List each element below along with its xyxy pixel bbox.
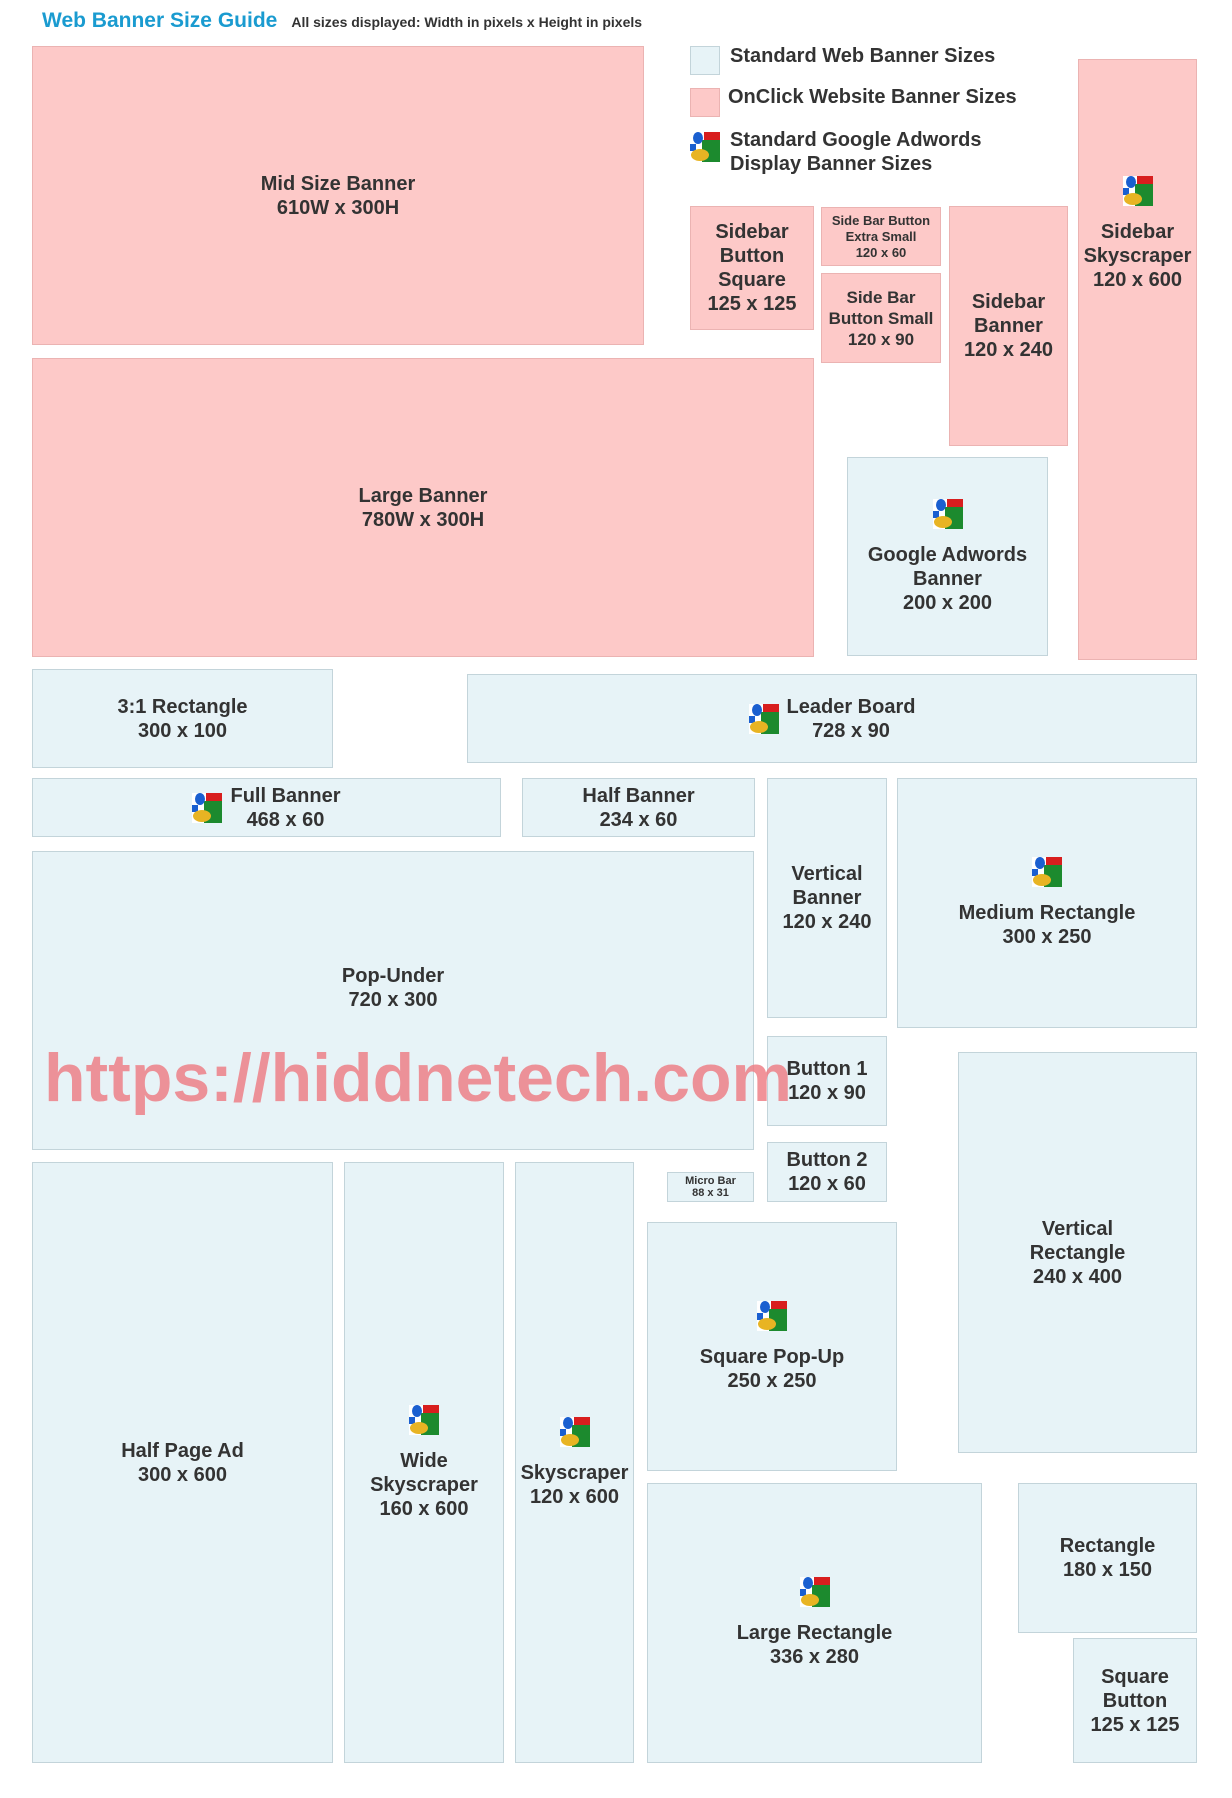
banner-name: Half Page Ad (121, 1439, 244, 1462)
legend-onclick-swatch (690, 88, 720, 117)
banner-name: Square Button (1101, 1665, 1169, 1712)
google-adwords-icon (409, 1405, 439, 1435)
banner-name: Skyscraper (520, 1461, 629, 1484)
banner-name: Google Adwords Banner (867, 543, 1028, 590)
banner-size: 125 x 125 (707, 293, 797, 315)
google-adwords-icon (800, 1577, 830, 1607)
banner-name: Large Rectangle (736, 1622, 893, 1644)
banner-name: Button 2 (786, 1149, 868, 1171)
banner-name: Full Banner (230, 784, 341, 807)
legend-standard-label: Standard Web Banner Sizes (730, 45, 996, 67)
page-header: Web Banner Size Guide All sizes displaye… (42, 9, 642, 33)
watermark-url: https://hiddnetech.com (44, 1040, 792, 1116)
google-adwords-icon (757, 1301, 787, 1331)
google-adwords-icon (933, 499, 963, 529)
banner-size: 780W x 300H (361, 508, 485, 531)
banner-size: 88 x 31 (692, 1187, 729, 1199)
banner-name: Leader Board (786, 695, 916, 718)
banner-size: 300 x 250 (1002, 926, 1092, 948)
banner-size: 160 x 600 (379, 1497, 469, 1520)
legend-standard-swatch (690, 46, 720, 75)
banner-name: Vertical Banner (791, 863, 863, 909)
banner-size: 120 x 240 (782, 911, 872, 933)
page-title: Web Banner Size Guide (42, 9, 278, 32)
banner-size: 250 x 250 (727, 1369, 817, 1392)
banner-name: Sidebar Button Square (715, 221, 789, 291)
banner-name: Side Bar Button Extra Small (831, 212, 931, 244)
banner-size: 120 x 60 (855, 244, 907, 260)
banner-name: Half Banner (582, 784, 695, 807)
banner-size: 120 x 90 (788, 1082, 866, 1104)
banner-name: Sidebar Skyscraper (1083, 221, 1192, 267)
banner-size: 180 x 150 (1063, 1559, 1152, 1581)
banner-size: 610W x 300H (276, 196, 400, 219)
banner-name: 3:1 Rectangle (117, 695, 248, 718)
banner-name: Vertical Rectangle (1029, 1217, 1126, 1264)
banner-size: 234 x 60 (599, 808, 678, 831)
banner-name: Button 1 (786, 1058, 868, 1080)
banner-name: Pop-Under (341, 965, 445, 987)
banner-size: 336 x 280 (770, 1646, 859, 1668)
banner-size: 728 x 90 (812, 719, 890, 742)
banner-size: 300 x 100 (138, 719, 227, 742)
banner-size: 120 x 600 (1093, 269, 1182, 291)
banner-name: Square Pop-Up (699, 1345, 845, 1368)
banner-name: Medium Rectangle (958, 902, 1136, 924)
google-adwords-icon (560, 1417, 590, 1447)
banner-name: Rectangle (1059, 1535, 1156, 1557)
banner-size: 120 x 90 (847, 329, 915, 349)
banner-name: Large Banner (358, 484, 488, 507)
banner-name: Micro Bar (685, 1175, 736, 1187)
page-subtitle: All sizes displayed: Width in pixels x H… (291, 14, 643, 30)
banner-size: 120 x 60 (788, 1173, 866, 1195)
legend-onclick-label: OnClick Website Banner Sizes (728, 86, 1017, 108)
banner-size: 120 x 600 (530, 1485, 619, 1508)
banner-size: 125 x 125 (1090, 1713, 1180, 1736)
google-adwords-icon (192, 793, 222, 823)
google-adwords-icon (690, 132, 720, 162)
banner-name: Mid Size Banner (260, 172, 416, 195)
banner-size: 468 x 60 (246, 808, 325, 831)
banner-size: 200 x 200 (903, 591, 992, 614)
banner-name: Wide Skyscraper (370, 1449, 478, 1496)
banner-name: Sidebar Banner (971, 291, 1046, 337)
google-adwords-icon (749, 704, 779, 734)
banner-size: 720 x 300 (348, 989, 438, 1011)
google-adwords-icon (1032, 857, 1062, 887)
banner-size: 120 x 240 (964, 339, 1053, 361)
banner-size: 300 x 600 (138, 1463, 227, 1486)
google-adwords-icon (1123, 176, 1153, 206)
banner-name: Side Bar Button Small (828, 287, 934, 328)
banner-size: 240 x 400 (1033, 1265, 1122, 1288)
legend-google-label: Standard Google Adwords Display Banner S… (730, 129, 982, 175)
